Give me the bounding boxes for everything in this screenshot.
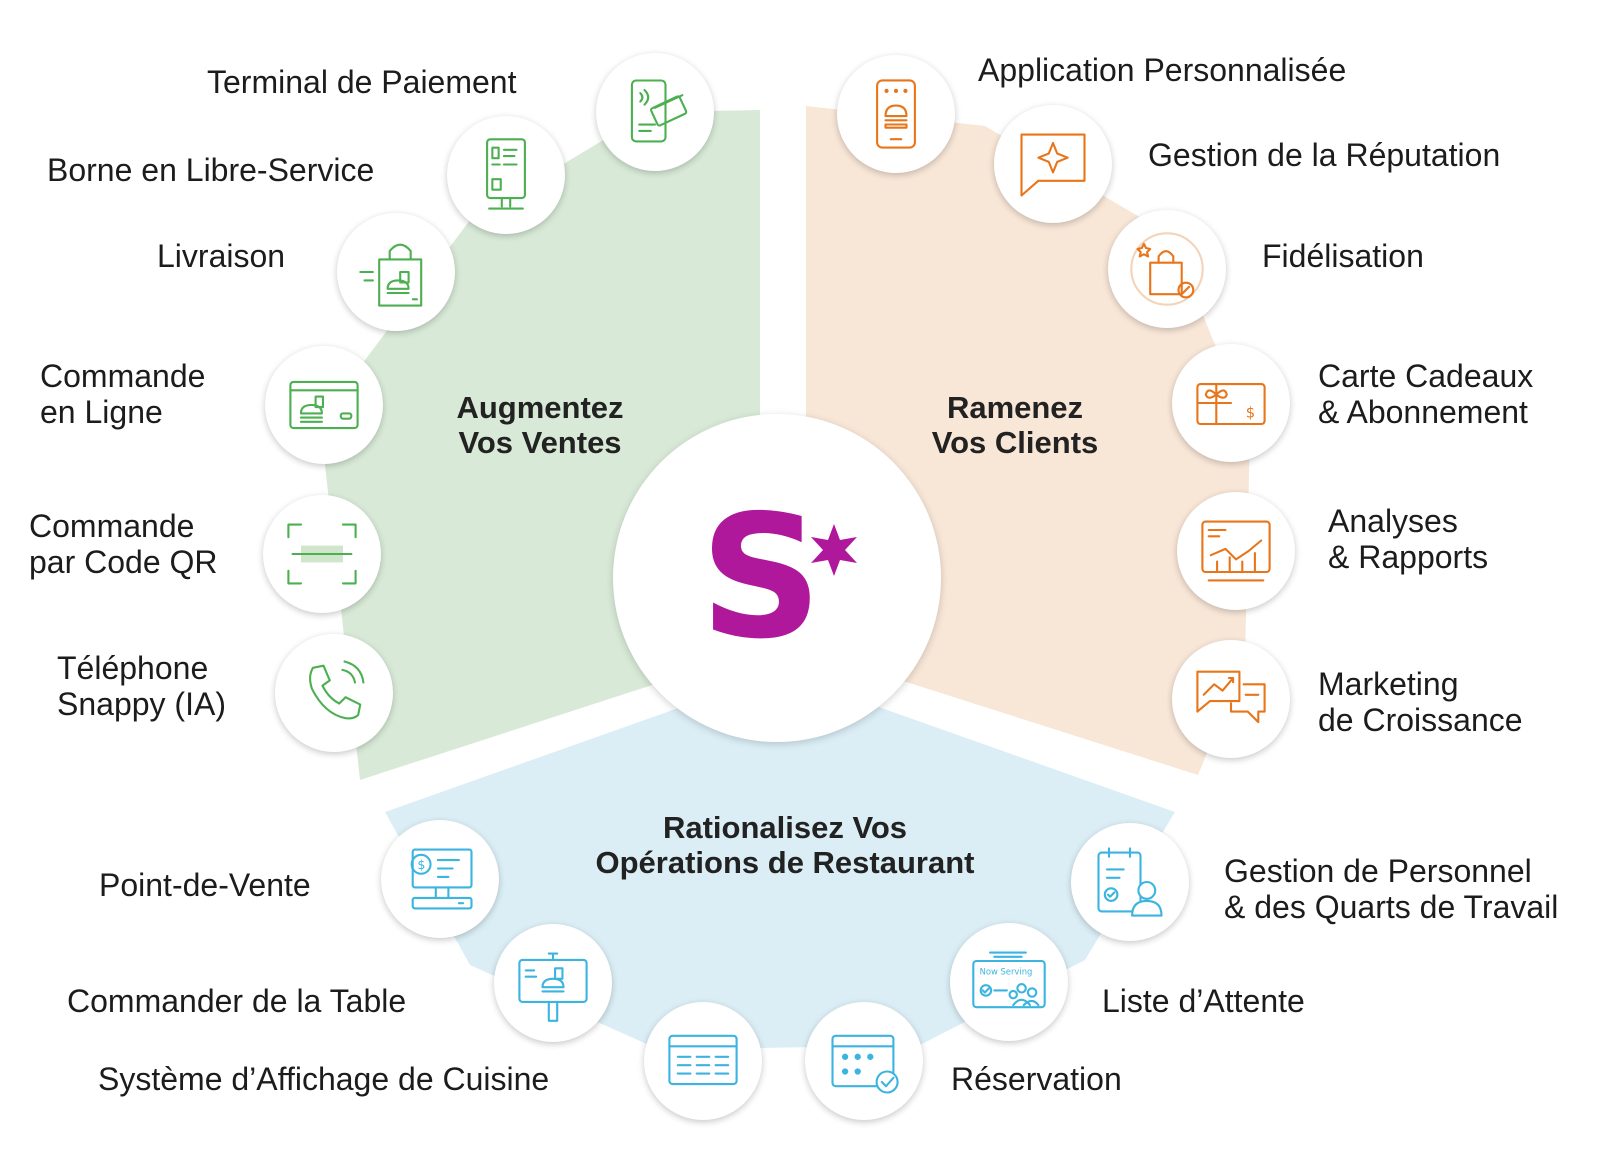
table-ordering-circle[interactable] [494,924,612,1042]
section-title-operations: Rationalisez Vos Opérations de Restauran… [560,810,1010,880]
label-analytics-line2: & Rapports [1328,539,1489,575]
label-custom-app: Application Personnalisée [978,52,1347,88]
label-online-ordering-line1: Commande [40,358,206,394]
label-kiosk: Borne en Libre-Service [47,152,375,188]
mobile-app-icon [876,79,916,149]
pos-register-icon: $ [410,848,473,910]
kds-circle[interactable] [644,1002,762,1120]
label-waitlist: Liste d’Attente [1102,983,1305,1019]
label-qr-ordering-line1: Commande [29,508,195,544]
label-gift-cards-line2: & Abonnement [1318,394,1528,430]
label-analytics: Analyses & Rapports [1328,503,1488,575]
brand-logo: S [613,414,941,742]
qr-scan-icon [287,523,357,585]
marketing-chat-icon [1196,670,1266,724]
calendar-icon [831,1034,899,1094]
loyalty-bag-icon [1130,232,1204,306]
growth-marketing-circle[interactable] [1172,640,1290,758]
staff-schedule-icon [1097,847,1163,917]
label-online-ordering-line2: en Ligne [40,394,163,430]
review-star-icon [1020,133,1086,197]
waitlist-screen-text: Now Serving [980,967,1033,977]
waitlist-circle[interactable]: Now Serving [950,923,1068,1041]
label-qr-ordering: Commande par Code QR [29,508,218,580]
phone-icon [309,660,365,720]
label-ai-phone-line2: Snappy (IA) [57,686,226,722]
label-qr-ordering-line2: par Code QR [29,544,218,580]
section-title-operations-line2: Opérations de Restaurant [595,845,975,880]
custom-app-circle[interactable] [837,55,955,173]
label-payment-terminal: Terminal de Paiement [207,64,517,100]
online-ordering-circle[interactable] [265,346,383,464]
label-staff-line2: & des Quarts de Travail [1224,889,1559,925]
section-title-sales: Augmentez Vos Ventes [405,390,675,460]
brand-logo-mark: S [700,479,857,677]
label-pos: Point-de-Vente [99,867,311,903]
brand-logo-letter: S [700,479,822,677]
label-kds: Système d’Affichage de Cuisine [98,1061,550,1097]
label-loyalty: Fidélisation [1262,238,1424,274]
payment-terminal-icon [630,79,688,143]
brand-logo-star [811,524,857,576]
waitlist-icon: Now Serving [972,951,1046,1009]
analytics-circle[interactable] [1177,492,1295,610]
section-title-clients-line2: Vos Clients [931,425,1099,460]
section-title-sales-line2: Vos Ventes [458,425,622,460]
section-title-clients-line1: Ramenez [946,390,1084,425]
label-gift-cards-line1: Carte Cadeaux [1318,358,1534,394]
delivery-circle[interactable] [337,213,455,331]
reservation-circle[interactable] [805,1002,923,1120]
section-title-sales-line1: Augmentez [456,390,624,425]
section-title-operations-line1: Rationalisez Vos [662,810,908,845]
label-gift-cards: Carte Cadeaux & Abonnement [1318,358,1533,430]
label-staff-line1: Gestion de Personnel [1224,853,1532,889]
label-growth-marketing-line2: de Croissance [1318,702,1523,738]
label-reputation: Gestion de la Réputation [1148,137,1501,173]
payment-terminal-circle[interactable] [596,53,714,171]
label-analytics-line1: Analyses [1328,503,1458,539]
label-reservation: Réservation [951,1061,1122,1097]
label-staff: Gestion de Personnel & des Quarts de Tra… [1224,853,1558,925]
section-title-clients: Ramenez Vos Clients [880,390,1150,460]
gift-card-icon: $ [1196,383,1266,426]
kitchen-display-icon [668,1034,738,1086]
label-ai-phone-line1: Téléphone [57,650,209,686]
svg-text:$: $ [1246,405,1255,422]
reputation-circle[interactable] [994,105,1112,223]
label-growth-marketing: Marketing de Croissance [1318,666,1523,738]
svg-text:$: $ [417,857,425,872]
label-table-ordering: Commander de la Table [67,983,407,1019]
gift-cards-circle[interactable]: $ [1172,344,1290,462]
kiosk-circle[interactable] [447,116,565,234]
staff-circle[interactable] [1071,823,1189,941]
online-order-icon [289,380,359,430]
label-ai-phone: Téléphone Snappy (IA) [57,650,226,722]
table-order-icon [518,952,588,1022]
analytics-chart-icon [1201,520,1271,582]
qr-ordering-circle[interactable] [263,495,381,613]
pos-circle[interactable]: $ [381,820,499,938]
ai-phone-circle[interactable] [275,634,393,752]
label-growth-marketing-line1: Marketing [1318,666,1459,702]
delivery-bag-icon [359,243,423,307]
label-online-ordering: Commande en Ligne [40,358,205,430]
label-delivery: Livraison [157,238,286,274]
kiosk-icon [486,138,526,210]
loyalty-circle[interactable] [1108,210,1226,328]
